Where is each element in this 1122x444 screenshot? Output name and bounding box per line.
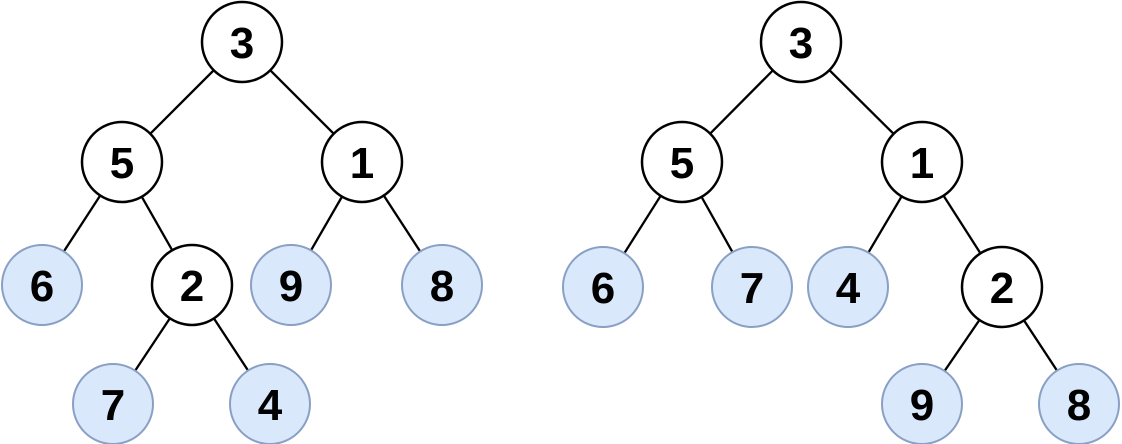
leaf-node-circle <box>711 246 793 328</box>
node-value-label: 2 <box>180 262 204 311</box>
node-value-label: 5 <box>110 139 134 188</box>
tree-node-t2-4: 4 <box>807 246 889 328</box>
tree-node-t2-2: 2 <box>960 245 1044 329</box>
leaf-node-circle <box>229 363 311 444</box>
internal-node-circle <box>150 243 234 327</box>
internal-node-circle <box>759 0 843 84</box>
tree-node-t2-3: 3 <box>759 0 843 84</box>
tree-node-t1-5: 5 <box>80 120 164 204</box>
node-value-label: 4 <box>836 264 861 313</box>
tree-2: 3 5 1 6 7 4 2 9 8 <box>562 0 1120 444</box>
tree-node-t1-8: 8 <box>401 244 483 326</box>
tree-node-t2-1: 1 <box>880 120 964 204</box>
leaf-node-circle <box>401 244 483 326</box>
tree-node-t2-5: 5 <box>640 120 724 204</box>
internal-node-circle <box>200 0 284 84</box>
tree-node-t2-9: 9 <box>881 363 963 444</box>
node-value-label: 9 <box>910 381 934 430</box>
tree-node-t1-7: 7 <box>72 363 154 444</box>
node-value-label: 6 <box>30 262 54 311</box>
node-value-label: 1 <box>350 139 374 188</box>
internal-node-circle <box>640 120 724 204</box>
leaf-node-circle <box>881 363 963 444</box>
internal-node-circle <box>960 245 1044 329</box>
leaf-node-circle <box>1038 363 1120 444</box>
node-value-label: 9 <box>279 262 303 311</box>
node-value-label: 3 <box>230 19 254 68</box>
leaf-node-circle <box>807 246 889 328</box>
node-value-label: 7 <box>101 381 125 430</box>
tree-node-t1-3: 3 <box>200 0 284 84</box>
leaf-node-circle <box>250 244 332 326</box>
leaf-node-circle <box>72 363 154 444</box>
node-value-label: 8 <box>1067 381 1091 430</box>
node-value-label: 3 <box>789 19 813 68</box>
node-value-label: 1 <box>910 139 934 188</box>
internal-node-circle <box>880 120 964 204</box>
leaf-node-circle <box>1 244 83 326</box>
node-value-label: 5 <box>670 139 694 188</box>
node-value-label: 4 <box>258 381 283 430</box>
tree-node-t2-6: 6 <box>562 246 644 328</box>
tree-node-t1-4: 4 <box>229 363 311 444</box>
leaf-node-circle <box>562 246 644 328</box>
tree-node-t1-2: 2 <box>150 243 234 327</box>
node-value-label: 8 <box>430 262 454 311</box>
internal-node-circle <box>80 120 164 204</box>
tree-node-t1-6: 6 <box>1 244 83 326</box>
tree-1: 3 5 1 6 2 9 8 7 4 <box>1 0 483 444</box>
internal-node-circle <box>320 120 404 204</box>
tree-node-t1-1: 1 <box>320 120 404 204</box>
node-value-label: 6 <box>591 264 615 313</box>
tree-node-t2-7: 7 <box>711 246 793 328</box>
tree-node-t1-9: 9 <box>250 244 332 326</box>
node-value-label: 2 <box>990 264 1014 313</box>
node-value-label: 7 <box>740 264 764 313</box>
tree-node-t2-8: 8 <box>1038 363 1120 444</box>
